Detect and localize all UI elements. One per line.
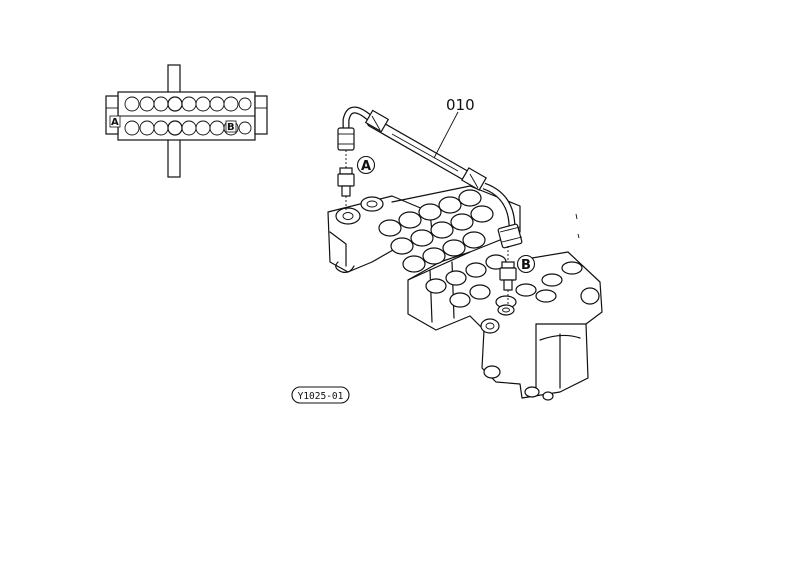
pipe-assembly-010 [337,106,523,249]
port-a-callout: A [356,155,376,175]
inset-valve-bank: A B [105,64,268,178]
part-number-label: 010 [446,96,475,114]
inset-port-a-label: A [111,117,119,128]
reference-code-badge: Y1025-01 [291,386,350,404]
port-b-callout: B [516,254,536,274]
port-b-label: B [521,258,531,273]
inset-spools [124,96,252,136]
reference-code-label: Y1025-01 [298,391,344,402]
port-a-label: A [361,159,371,174]
control-valve-body [327,185,603,401]
adapter-a [337,150,355,212]
inset-port-b-label: B [227,122,235,133]
adapter-b [499,246,517,306]
valve-spool-bumps [378,189,507,308]
